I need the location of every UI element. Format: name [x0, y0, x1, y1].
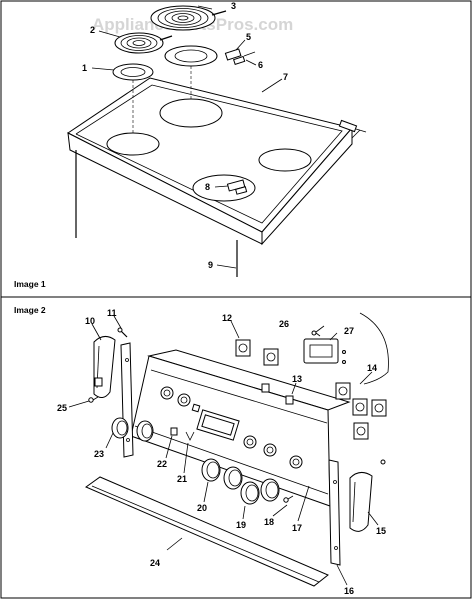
callout-2: 2	[90, 25, 95, 35]
callout-21: 21	[177, 474, 187, 484]
callout-26: 26	[279, 319, 289, 329]
bottom-panel-frame	[0, 296, 472, 599]
surface-element-large	[150, 5, 227, 31]
knob-22	[136, 420, 154, 442]
screw-11	[117, 327, 128, 338]
leader-lines-image1	[91, 5, 283, 269]
image2-caption: Image 2	[14, 305, 46, 315]
callout-23: 23	[94, 449, 104, 459]
callout-3: 3	[231, 1, 236, 11]
trim-strip-24	[84, 476, 329, 587]
clock-timer-27	[303, 338, 339, 364]
element-receptacle-front	[226, 179, 248, 195]
knob-19b	[260, 478, 280, 502]
callout-24: 24	[150, 558, 160, 568]
infinite-switch-12b	[263, 348, 279, 366]
side-bracket-right	[328, 459, 341, 566]
surface-element-small	[114, 32, 173, 54]
screw-right-cap	[380, 459, 386, 465]
side-bracket-left	[120, 342, 134, 458]
knob-20b	[223, 466, 243, 490]
callout-10: 10	[85, 316, 95, 326]
terminal-block	[338, 119, 367, 133]
callout-20: 20	[197, 503, 207, 513]
screw-clock-a	[342, 350, 346, 354]
end-cap-right	[349, 472, 373, 532]
knob-20a	[201, 458, 221, 482]
oven-switch-14	[335, 382, 351, 400]
callout-5: 5	[246, 32, 251, 42]
callout-17: 17	[292, 523, 302, 533]
image1-caption: Image 1	[14, 279, 46, 289]
screw-18	[283, 495, 294, 503]
callout-22: 22	[157, 459, 167, 469]
callout-14: 14	[367, 363, 377, 373]
callout-19: 19	[236, 520, 246, 530]
oven-switch-14d	[353, 422, 369, 440]
cooktop-assembly	[67, 77, 361, 277]
clip-22	[170, 427, 178, 436]
control-panel	[130, 349, 351, 507]
oven-switch-14b	[352, 398, 368, 416]
callout-13: 13	[292, 374, 302, 384]
oven-switch-14c	[371, 399, 387, 417]
callout-15: 15	[376, 526, 386, 536]
screw-25	[88, 396, 99, 403]
callout-25: 25	[57, 403, 67, 413]
leader-lines-image2	[68, 315, 379, 586]
indicator-light-13a	[261, 383, 270, 393]
drip-bowl-small	[112, 63, 154, 135]
spring-clip-21	[185, 431, 195, 441]
indicator-light-13b	[285, 395, 294, 405]
callout-27: 27	[344, 326, 354, 336]
callout-8: 8	[205, 182, 210, 192]
callout-9: 9	[208, 260, 213, 270]
screw-26	[311, 330, 321, 337]
callout-7: 7	[283, 72, 288, 82]
cooktop-opening-front-left	[106, 132, 160, 156]
drip-bowl-large	[164, 45, 218, 100]
callout-1: 1	[82, 63, 87, 73]
callout-6: 6	[258, 60, 263, 70]
knob-left	[111, 417, 129, 439]
cooktop-opening-rear-right	[258, 148, 312, 172]
knob-19	[240, 481, 260, 505]
screw-clock-b	[342, 360, 346, 364]
wire-harness	[359, 312, 389, 385]
callout-12: 12	[222, 313, 232, 323]
end-cap-left	[93, 336, 116, 398]
callout-11: 11	[107, 308, 117, 318]
callout-16: 16	[344, 586, 354, 596]
cooktop-opening-rear-left	[159, 98, 223, 128]
infinite-switch-12a	[235, 339, 251, 357]
callout-18: 18	[264, 517, 274, 527]
element-receptacle	[224, 48, 256, 66]
